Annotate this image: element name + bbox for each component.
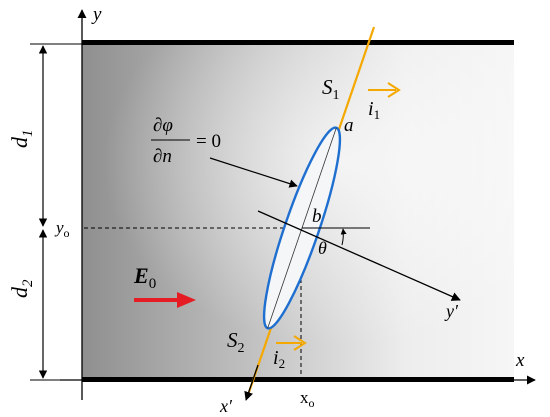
s2-label: S2 (227, 328, 245, 356)
theta-label: θ (318, 238, 327, 258)
bc-pointer-arrow (209, 157, 298, 188)
theta-arc (340, 228, 347, 246)
i1-arrow (368, 82, 401, 98)
bc-numerator: ∂φ (153, 115, 173, 136)
bc-rhs: = 0 (196, 131, 221, 152)
x-prime-label: x′ (219, 396, 233, 416)
d1-label: d1 (7, 130, 36, 149)
i1-label: i1 (368, 98, 380, 122)
top-boundary (82, 40, 514, 45)
e0-label: E0 (133, 263, 156, 292)
y-axis-label: y (91, 4, 102, 25)
a-label: a (344, 115, 354, 136)
x-prime-axis (244, 364, 259, 401)
yo-label: yo (54, 218, 70, 240)
y-prime-label: y′ (444, 301, 459, 321)
i2-arrow (276, 335, 307, 351)
e0-field-arrow (134, 292, 196, 308)
s1-label: S1 (322, 75, 340, 103)
boundary-condition: ∂φ ∂n = 0 (151, 115, 221, 167)
i2-label: i2 (273, 347, 285, 371)
d2-label: d2 (7, 279, 36, 298)
bc-denominator: ∂n (153, 146, 172, 167)
b-label: b (312, 206, 322, 227)
x-axis-label: x (515, 350, 525, 371)
xo-label: xo (300, 388, 315, 410)
y-prime-axis (257, 210, 461, 301)
